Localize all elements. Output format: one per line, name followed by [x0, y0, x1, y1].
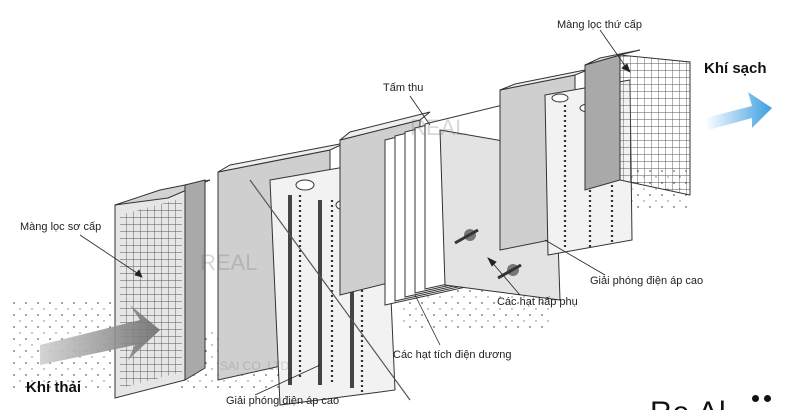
clean-air-arrow — [705, 92, 772, 130]
svg-text:REAL: REAL — [200, 250, 257, 275]
collector-plates — [339, 101, 561, 306]
high-voltage-bottom-label: Giải phóng điện áp cao — [226, 395, 340, 407]
primary-filter-panel — [114, 179, 211, 399]
positive-particles-label: Các hạt tích điện dương — [393, 349, 512, 361]
svg-text:SAI CO.,LTD: SAI CO.,LTD — [220, 359, 289, 373]
secondary-filter-label: Màng lọc thứ cấp — [557, 19, 643, 31]
secondary-filter-panel — [584, 49, 691, 196]
exhaust-air-label: Khí thải — [26, 379, 81, 396]
collector-plate-label: Tấm thu — [383, 82, 424, 94]
clean-air-label: Khí sạch — [704, 60, 767, 77]
logo-dot-icon — [764, 395, 771, 402]
svg-text:REAL: REAL — [410, 115, 467, 140]
logo-dot-icon — [752, 395, 759, 402]
leader-lines — [79, 29, 631, 396]
company-logo: Re Al — [650, 388, 808, 410]
adsorbed-particles-label: Các hạt hấp phụ — [497, 296, 578, 308]
primary-filter-label: Màng lọc sơ cấp — [20, 221, 102, 233]
watermark: REAL SAI CO.,LTD REAL — [200, 115, 467, 373]
exhaust-air-arrow — [40, 305, 160, 365]
high-voltage-right-label: Giải phóng điện áp cao — [590, 275, 704, 287]
logo-text: Re Al — [650, 396, 727, 410]
